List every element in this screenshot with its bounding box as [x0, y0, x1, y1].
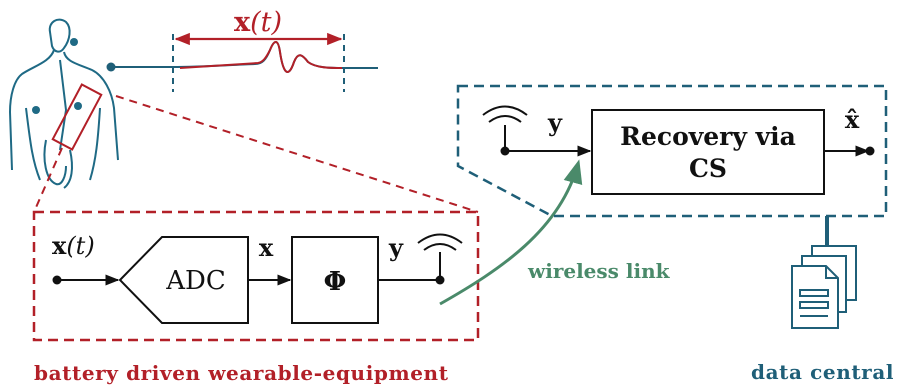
wearable-caption: battery driven wearable-equipment: [34, 361, 449, 385]
body-sensor-dot-left: [32, 106, 40, 114]
recovery-output-label: x̂: [845, 105, 860, 134]
head-sensor-dot: [70, 38, 78, 46]
phi-label: Φ: [324, 267, 347, 297]
phi-output-label: y: [388, 233, 404, 262]
adc-output-label: x: [259, 233, 274, 262]
recovery-label-line1: Recovery via: [620, 122, 796, 151]
data-central-caption: data central: [751, 360, 894, 384]
wearable-device-outline: [51, 83, 103, 151]
antenna-node-tx: [435, 275, 445, 285]
data-central-box: [456, 84, 888, 218]
wireless-link-label: wireless link: [527, 259, 671, 283]
recovery-label-line2: CS: [689, 154, 727, 183]
wearable-equipment-box: [32, 210, 480, 342]
signal-label: x(t): [234, 7, 282, 38]
adc-label: ADC: [165, 266, 226, 296]
zoom-line-right: [115, 95, 479, 213]
zoom-line-left: [33, 147, 63, 213]
receive-antenna-icon: [482, 105, 528, 151]
wireless-link-arrow: [439, 159, 583, 306]
output-node: [865, 146, 875, 156]
transmit-antenna-icon: [417, 233, 463, 280]
recovery-input-label: y: [547, 108, 563, 137]
adc-input-label: x(t): [52, 231, 95, 260]
documents-stack-icon: [791, 245, 857, 329]
signal-waveform: [106, 41, 378, 74]
body-sensor-dot-right: [74, 102, 82, 110]
human-body-icon: [8, 18, 119, 189]
